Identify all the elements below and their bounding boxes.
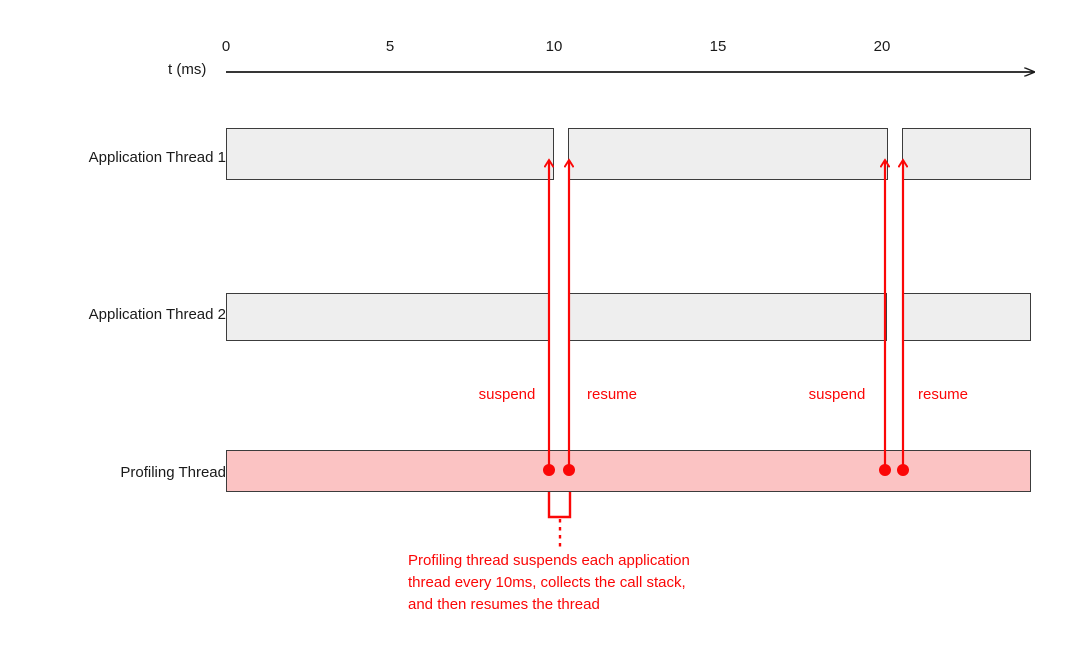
row-label-application-thread-2: Application Thread 2	[88, 306, 226, 323]
profiling-thread-segment	[226, 450, 1031, 492]
callout-caption-line: and then resumes the thread	[408, 595, 600, 613]
callout-bracket	[547, 492, 572, 519]
event-label-resume-1: resume	[586, 386, 638, 403]
axis-tick-5: 5	[385, 38, 395, 55]
callout-caption: Profiling thread suspends each applicati…	[408, 550, 808, 615]
axis-tick-10: 10	[545, 38, 563, 55]
axis-tick-0: 0	[221, 38, 231, 55]
callout-caption-line: thread every 10ms, collects the call sta…	[408, 573, 686, 591]
event-label-suspend-2: suspend	[808, 386, 866, 403]
event-label-resume-2: resume	[917, 386, 969, 403]
application-thread-2-segment	[226, 293, 549, 341]
row-label-application-thread-1: Application Thread 1	[88, 149, 226, 166]
application-thread-1-segment	[568, 128, 888, 180]
application-thread-1-segment	[226, 128, 554, 180]
event-label-suspend-1: suspend	[478, 386, 536, 403]
callout-caption-line: Profiling thread suspends each applicati…	[408, 552, 690, 569]
axis-tick-15: 15	[709, 38, 727, 55]
row-label-profiling-thread: Profiling Thread	[120, 464, 226, 481]
time-axis	[226, 0, 1084, 110]
axis-label-t-ms: t (ms)	[168, 61, 207, 78]
application-thread-2-segment	[903, 293, 1031, 341]
application-thread-2-segment	[569, 293, 887, 341]
axis-tick-20: 20	[873, 38, 891, 55]
application-thread-1-segment	[902, 128, 1031, 180]
